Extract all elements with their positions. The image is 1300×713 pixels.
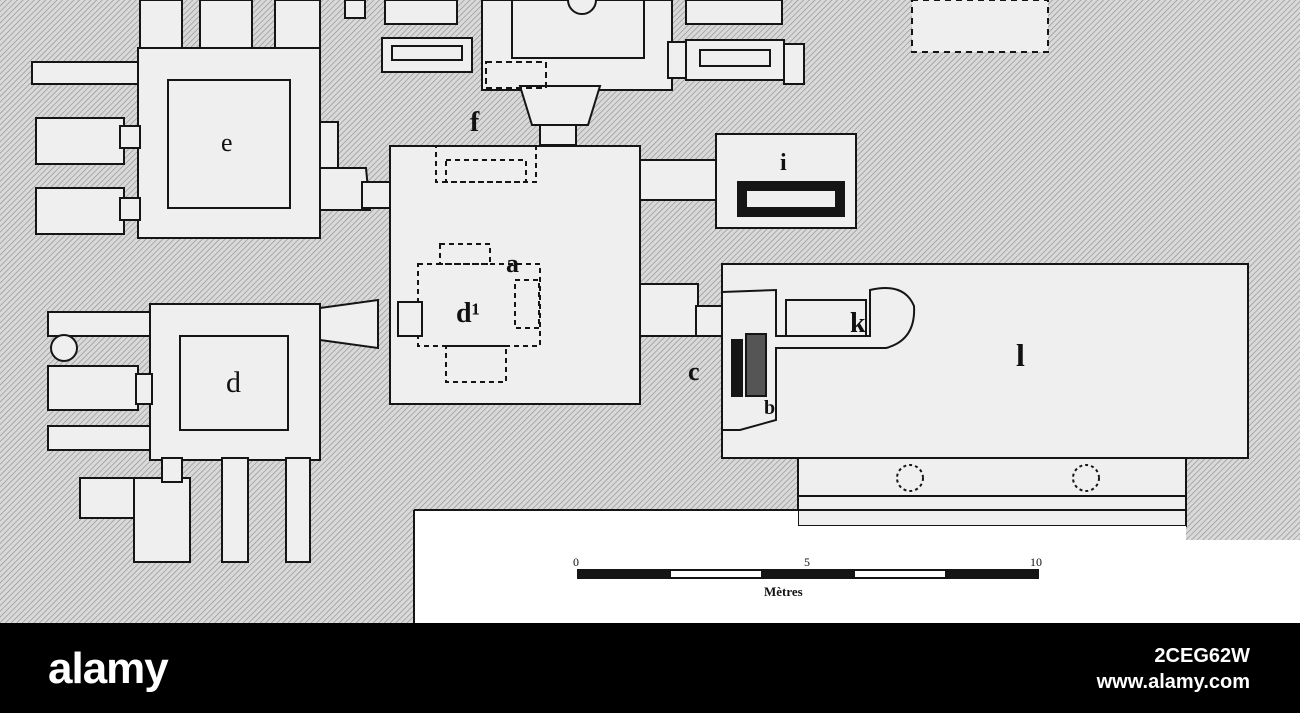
image-id: 2CEG62W [1154,645,1250,667]
label-d1: d¹ [456,298,480,329]
alamy-logo: alamy [48,644,170,693]
room-top-center [481,0,1049,146]
room-i [639,133,857,229]
floor-plan: e f i a d¹ d k l c b 0 5 10 Mètres [0,0,1300,623]
label-c: c [688,357,700,386]
scale-tick-10: 10 [1030,555,1042,569]
scale-unit: Mètres [764,584,803,599]
image-credit: 2CEG62W www.alamy.com [1097,643,1250,695]
label-k: k [850,308,866,339]
footer-bar: alamy 2CEG62W www.alamy.com [0,623,1300,713]
scale-bar [577,569,1039,579]
brand-wordmark: alamy [48,644,169,693]
site-url: www.alamy.com [1096,671,1250,693]
label-e: e [221,128,233,157]
label-l: l [1016,337,1025,373]
scale-panel [413,509,1300,623]
label-f: f [470,107,480,138]
label-a: a [506,249,519,278]
room-l [639,263,1249,527]
label-b: b [764,397,775,419]
label-d: d [226,366,241,399]
room-d1 [319,145,641,405]
label-i: i [780,150,787,176]
room-d-group [47,298,379,563]
scale-tick-0: 0 [573,555,579,569]
room-e-group [31,0,473,239]
scale-tick-5: 5 [804,555,810,569]
